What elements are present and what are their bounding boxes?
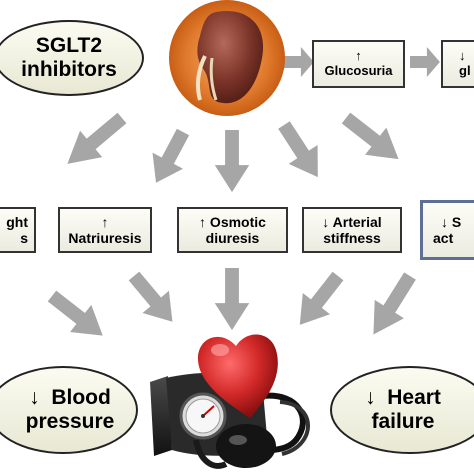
glucosuria-box: ↑ Glucosuria (312, 40, 405, 88)
sglt2-line2: inhibitors (21, 58, 117, 81)
sympathetic-line1: ↓ S (441, 213, 462, 230)
natriuresis-arrow: ↑ (101, 213, 109, 230)
sympathetic-line2: act (433, 230, 454, 246)
arterial-line2: stiffness (323, 230, 381, 246)
bp-line1: ↓ Blood (29, 385, 111, 409)
osmotic-line1: ↑ Osmotic (199, 213, 266, 230)
sglt2-line1: SGLT2 (35, 33, 103, 57)
heart-icon (197, 334, 278, 418)
blood-pressure-node: ↓ Blood pressure (0, 366, 138, 454)
heart-failure-node: ↓ Heart failure (330, 366, 474, 454)
glucose-box: ↓ gl (441, 40, 474, 88)
sympathetic-activity-box: ↓ S act (420, 200, 474, 260)
hf-line2: failure (371, 410, 435, 433)
glucosuria-label: Glucosuria (324, 63, 393, 78)
glucose-label: gl (459, 63, 471, 78)
weight-line2: s (20, 230, 28, 246)
weight-line1: ght (6, 213, 28, 230)
natriuresis-box: ↑ Natriuresis (58, 207, 152, 253)
arterial-stiffness-box: ↓ Arterial stiffness (302, 207, 402, 253)
weight-box: ght s (0, 207, 36, 253)
natriuresis-label: Natriuresis (68, 230, 142, 246)
glucose-arrow: ↓ (459, 48, 466, 64)
arterial-line1: ↓ Arterial (322, 213, 382, 230)
osmotic-diuresis-box: ↑ Osmotic diuresis (177, 207, 288, 253)
glucosuria-arrow: ↑ (355, 48, 362, 64)
osmotic-line2: diuresis (205, 230, 260, 246)
bp-line2: pressure (25, 410, 115, 433)
hf-line1: ↓ Heart (365, 385, 441, 409)
sglt2-inhibitors-node: SGLT2 inhibitors (0, 20, 144, 96)
